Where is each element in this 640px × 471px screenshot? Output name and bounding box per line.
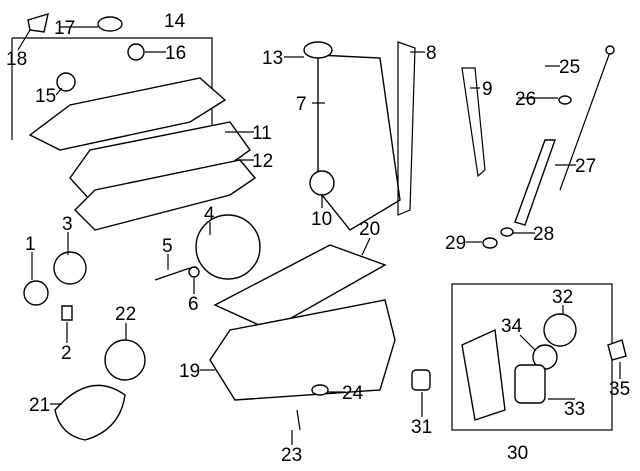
sensor-35-part (607, 339, 627, 361)
callout-3: 3 (62, 214, 73, 235)
dipstick-part (559, 51, 611, 191)
seal-13-part (303, 41, 333, 59)
callout-5: 5 (162, 236, 173, 257)
callout-12: 12 (252, 151, 273, 172)
callout-29: 29 (445, 233, 466, 254)
callout-35: 35 (609, 379, 630, 400)
callout-14: 14 (164, 11, 186, 32)
callout-10: 10 (311, 209, 332, 230)
bolt-2-part (61, 305, 73, 321)
seal-16-part (127, 43, 145, 61)
callout-9: 9 (482, 79, 493, 100)
callout-23: 23 (281, 445, 302, 466)
flywheel-part (195, 214, 261, 280)
seal-24-part (311, 384, 329, 396)
callout-6: 6 (188, 294, 199, 315)
callout-20: 20 (359, 219, 380, 240)
callout-11: 11 (252, 123, 272, 144)
bolt-5-part (154, 267, 191, 281)
valve-cover-part (28, 77, 227, 151)
callout-30: 30 (507, 443, 528, 464)
callout-19: 19 (179, 361, 200, 382)
callout-18: 18 (6, 49, 27, 70)
callout-26: 26 (515, 89, 536, 110)
callout-32: 32 (552, 287, 573, 308)
timing-cover-part (317, 54, 401, 231)
callout-7: 7 (296, 94, 307, 115)
filter-element-part (514, 364, 546, 404)
callout-27: 27 (575, 156, 596, 177)
gasket-8-part (397, 41, 416, 216)
callout-15: 15 (35, 86, 56, 107)
hub-part (23, 280, 49, 306)
oring-29-part (482, 237, 498, 249)
plug-23-part (296, 409, 301, 431)
gasket-9-part (461, 67, 486, 178)
oil-pan-part (209, 299, 396, 401)
callout-16: 16 (165, 43, 186, 64)
dipstick-handle (605, 45, 615, 55)
callout-33: 33 (564, 399, 585, 420)
callout-24: 24 (342, 383, 364, 404)
seal-15-part (56, 72, 76, 92)
callout-8: 8 (426, 43, 437, 64)
gasket-part (74, 159, 257, 231)
guide-tube-part (514, 139, 556, 226)
callout-2: 2 (61, 343, 72, 364)
filter-cap-part (543, 313, 577, 347)
callout-21: 21 (29, 395, 50, 416)
gasket-22-part (104, 339, 146, 381)
filter-housing-part (461, 328, 506, 421)
callout-34: 34 (501, 316, 523, 337)
callout-13: 13 (262, 48, 283, 69)
oring-28-part (500, 227, 514, 237)
oil-pan-gasket-part (213, 244, 387, 331)
mount-31-part (411, 369, 431, 391)
cap-17-part (97, 16, 123, 32)
callout-31: 31 (411, 417, 432, 438)
washer-6-part (188, 266, 200, 278)
seal-10-part (309, 170, 335, 196)
cover-21-part (54, 384, 126, 441)
callout-4: 4 (204, 204, 215, 225)
cover-18-part (27, 12, 49, 33)
callout-22: 22 (115, 304, 136, 325)
callout-28: 28 (533, 224, 554, 245)
callout-1: 1 (25, 234, 36, 255)
leader-lines (17, 26, 621, 445)
callout-17: 17 (54, 18, 75, 39)
callout-labels: 1 2 3 4 5 6 7 8 9 10 11 12 13 14 15 16 1… (6, 11, 630, 466)
callout-25: 25 (559, 57, 580, 78)
pulley-part (53, 251, 87, 285)
oring-26-part (558, 95, 572, 105)
